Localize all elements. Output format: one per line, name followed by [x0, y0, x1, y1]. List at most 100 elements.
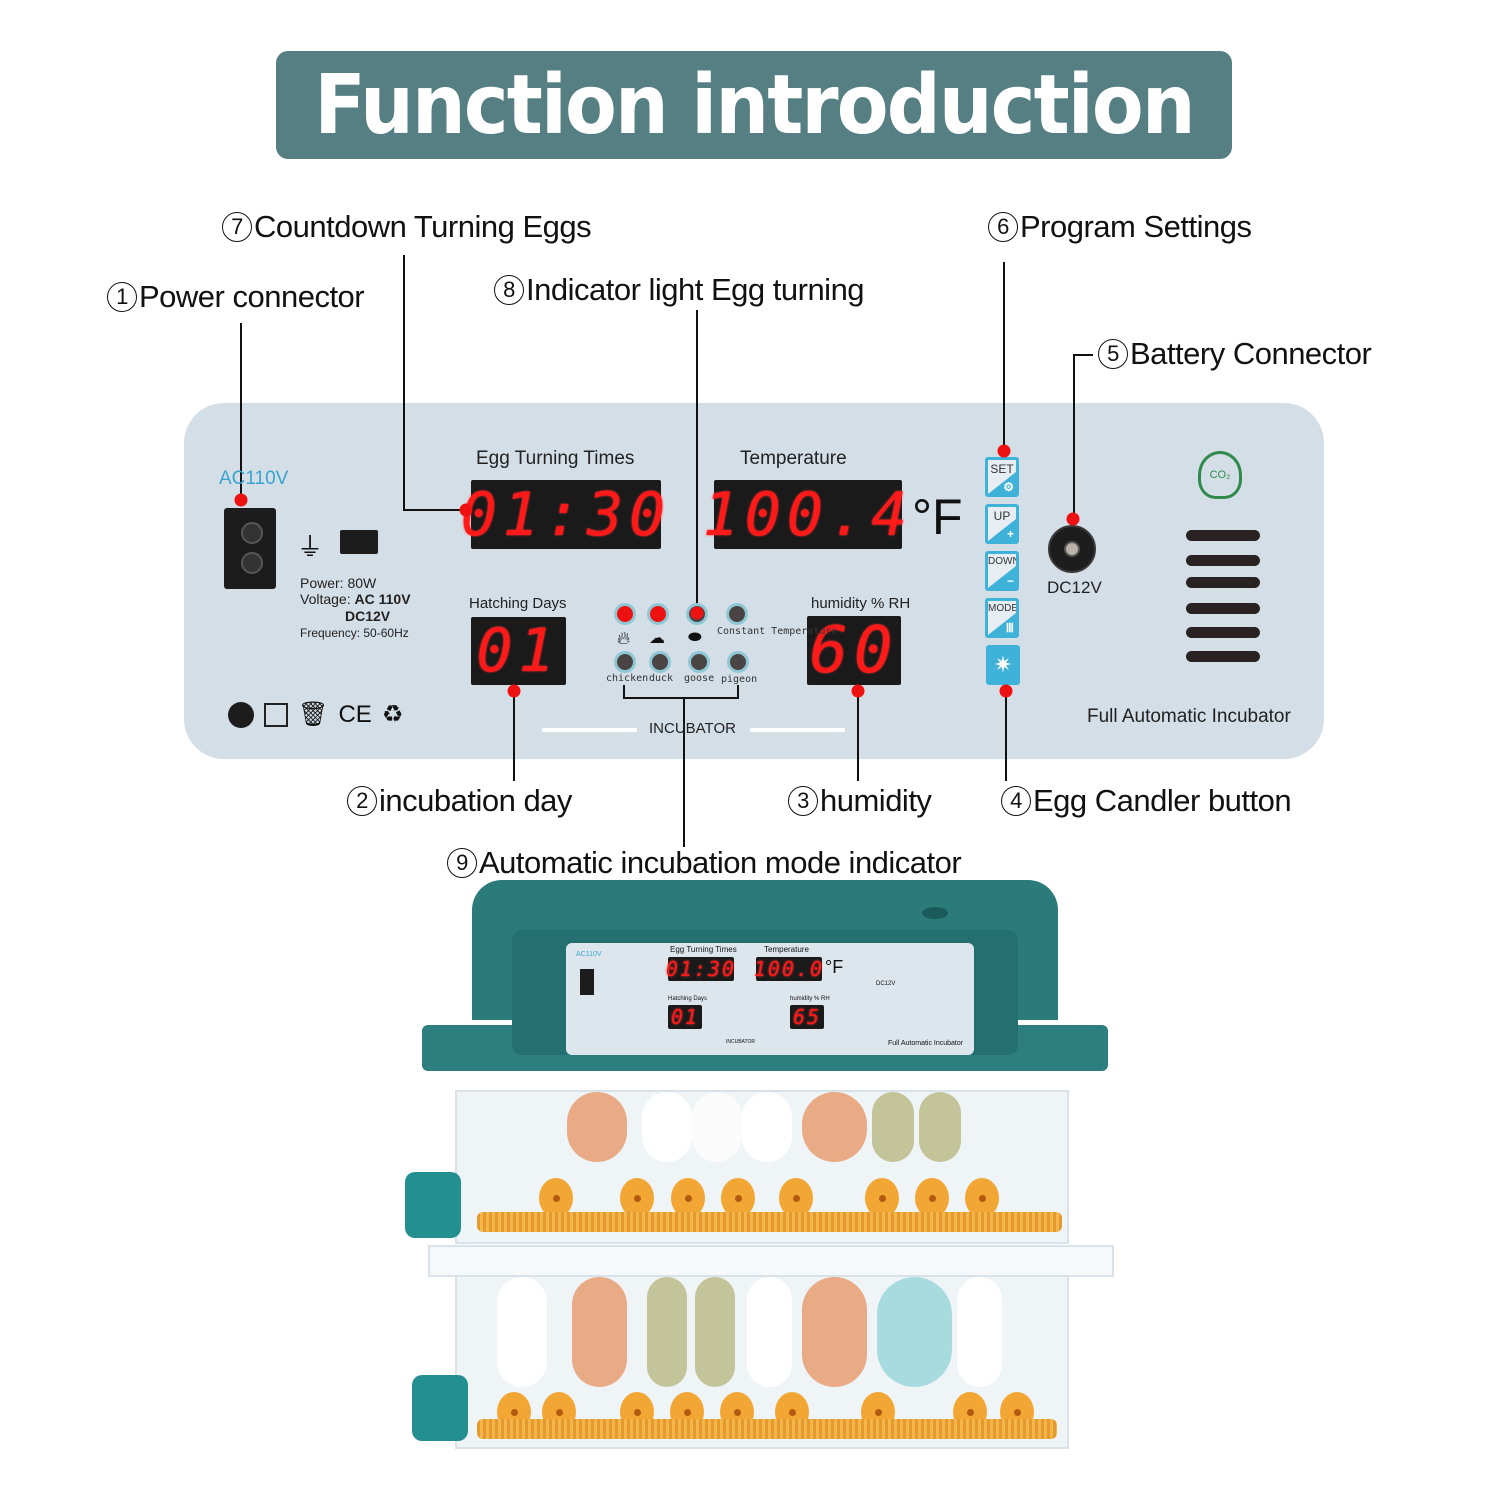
egg-row-brown	[572, 1277, 627, 1387]
cloud-rain-icon: ☁	[649, 630, 665, 647]
callout-label: Program Settings	[1020, 209, 1252, 244]
egg-row-white	[692, 1092, 742, 1162]
leader-line	[696, 310, 698, 613]
egg-row-white	[642, 1092, 692, 1162]
hatching-days-label: Hatching Days	[469, 595, 567, 612]
heating-indicator	[614, 603, 636, 625]
worm-shaft	[477, 1419, 1057, 1439]
leader-line	[683, 697, 685, 847]
egg-row-white	[742, 1092, 792, 1162]
egg-row-white	[957, 1277, 1002, 1387]
ce-mark-icon: CE	[338, 700, 372, 728]
callout-dot	[234, 493, 248, 507]
rotate-egg-icon: ⬬	[688, 629, 702, 646]
set-button[interactable]: SET ⚙	[985, 457, 1019, 497]
callout-auto-mode: 9 Automatic incubation mode indicator	[447, 845, 962, 881]
mode-indicator-chicken	[614, 651, 636, 673]
turning-gear	[539, 1178, 573, 1218]
power-spec-label: Power:	[300, 575, 344, 591]
voltage-spec-label: Voltage:	[300, 591, 351, 607]
recycle-icon: ♻	[381, 701, 404, 728]
callout-number: 5	[1098, 339, 1128, 369]
turning-gear	[965, 1178, 999, 1218]
power-spec-value: 80W	[347, 575, 377, 591]
power-socket[interactable]	[224, 508, 276, 589]
vent-slot	[1186, 603, 1260, 614]
callout-dot	[997, 444, 1011, 458]
callout-number: 6	[988, 212, 1018, 242]
callout-indicator-light: 8 Indicator light Egg turning	[494, 272, 865, 308]
upper-tray-knob[interactable]	[405, 1172, 461, 1238]
leader-line	[240, 323, 242, 499]
callout-label: Countdown Turning Eggs	[254, 209, 592, 244]
frequency-spec-label: Frequency:	[300, 626, 361, 640]
mini-humidity-label: humidity % RH	[790, 996, 830, 1002]
mini-ac-label: AC110V	[576, 951, 602, 958]
leader-line	[513, 691, 515, 781]
double-insulation-icon	[264, 702, 288, 727]
mode-button[interactable]: MODE Ⅲ	[985, 598, 1019, 638]
leader-line	[737, 685, 739, 699]
turning-gear	[865, 1178, 899, 1218]
voltage-spec: Voltage: AC 110V	[300, 591, 411, 607]
egg-row-white	[497, 1277, 547, 1387]
leader-line	[1005, 691, 1007, 781]
turning-gear	[671, 1178, 705, 1218]
ac-voltage-label: AC110V	[219, 468, 289, 489]
dc-voltage-label: DC12V	[1047, 578, 1102, 597]
callout-dot	[690, 606, 704, 620]
button-corner	[988, 566, 1016, 588]
callout-label: Egg Candler button	[1033, 783, 1292, 818]
callout-battery-connector: 5 Battery Connector	[1098, 336, 1372, 372]
battery-icon	[340, 530, 378, 554]
mini-power-socket	[580, 969, 594, 995]
leader-line	[623, 685, 625, 699]
egg-row-brown	[802, 1277, 867, 1387]
control-panel	[184, 403, 1324, 759]
mini-egg-turning-label: Egg Turning Times	[670, 945, 737, 954]
mini-hatching-display: 01	[668, 1005, 702, 1029]
callout-label: Indicator light Egg turning	[526, 272, 865, 307]
mode-label-chicken: chicken	[606, 673, 649, 684]
egg-candler-button[interactable]: ✷	[986, 645, 1020, 685]
mode-label-goose: goose	[684, 673, 715, 684]
co2-tree-icon: CO₂	[1198, 451, 1242, 499]
constant-temp-indicator	[726, 603, 748, 625]
low-energy-icon	[228, 701, 254, 728]
down-button[interactable]: DOWN −	[985, 551, 1019, 591]
mode-button-label: MODE	[988, 603, 1018, 614]
egg-row-quail	[647, 1277, 687, 1387]
callout-egg-candler: 4 Egg Candler button	[1001, 783, 1292, 819]
mode-label-duck: duck	[649, 673, 674, 684]
callout-number: 4	[1001, 786, 1031, 816]
incubator-brand-label: INCUBATOR	[649, 720, 736, 737]
mini-humidity-display: 65	[790, 1005, 824, 1029]
callout-dot	[851, 684, 865, 698]
egg-row-blue	[877, 1277, 952, 1387]
button-corner	[988, 613, 1016, 635]
mode-label-pigeon: pigeon	[721, 674, 758, 685]
constant-temp-label: Constant Temperature	[717, 627, 837, 637]
up-button[interactable]: UP +	[985, 504, 1019, 544]
callout-label: humidity	[820, 783, 932, 818]
voltage-ac-value: AC 110V	[354, 591, 411, 607]
mini-brand-label: INCUBATOR	[726, 1039, 755, 1045]
callout-dot	[459, 503, 473, 517]
leader-line	[403, 509, 465, 511]
turning-gear	[779, 1178, 813, 1218]
plug-icon: ⏚	[297, 532, 324, 562]
humidifying-indicator	[647, 603, 669, 625]
plus-icon: +	[1006, 527, 1014, 541]
egg-row-brown	[567, 1092, 627, 1162]
callout-number: 1	[107, 282, 137, 312]
egg-row-brown	[802, 1092, 867, 1162]
voltage-dc-value: DC12V	[345, 608, 391, 624]
mode-icon: Ⅲ	[1005, 621, 1014, 635]
leader-line	[1073, 354, 1093, 356]
egg-row-white	[747, 1277, 792, 1387]
dc-power-jack[interactable]	[1048, 525, 1096, 573]
leader-line	[403, 255, 405, 511]
divider	[750, 728, 845, 732]
leader-line	[1073, 354, 1075, 519]
lower-tray-knob[interactable]	[412, 1375, 468, 1441]
